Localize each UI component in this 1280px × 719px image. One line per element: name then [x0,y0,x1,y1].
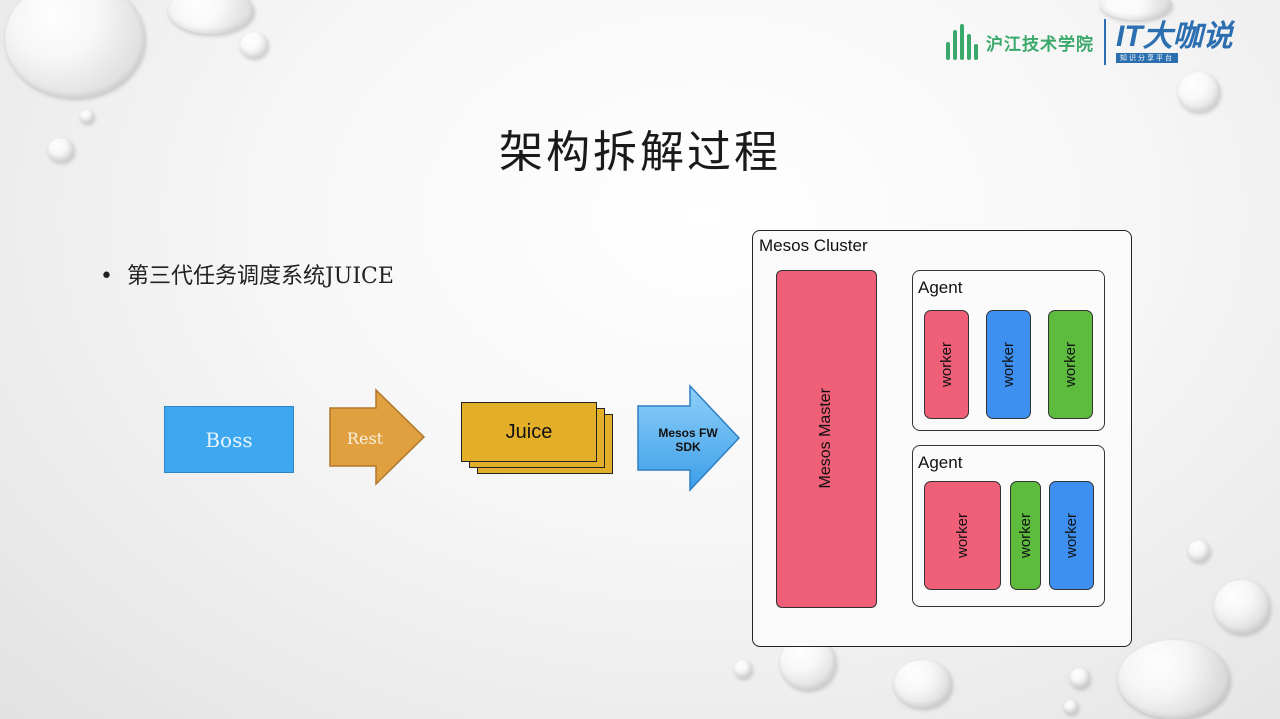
water-drop-decoration [894,660,952,708]
worker-box: worker [924,481,1001,590]
boss-box: Boss [164,406,294,473]
mesos-fw-label: Mesos FW SDK [642,420,734,460]
logo-bars-icon [946,24,978,60]
boss-label: Boss [205,427,253,452]
slide-title: 架构拆解过程 [499,127,781,178]
water-drop-decoration [734,660,752,678]
worker-box: worker [1010,481,1041,590]
worker-label: worker [1062,341,1079,387]
rest-label: Rest [346,428,384,448]
worker-box: worker [1048,310,1093,419]
water-drop-decoration [1070,668,1090,688]
agent-1-label: Agent [918,278,963,297]
water-drop-decoration [168,0,254,34]
worker-label: worker [1063,512,1080,558]
mesos-fw-label-line2: SDK [675,440,701,454]
bullet-item: • 第三代任务调度系统JUICE [100,258,394,290]
bullet-text: 第三代任务调度系统JUICE [126,264,394,289]
mesos-master-label: Mesos Master [816,387,834,489]
worker-box: worker [1049,481,1094,590]
logo-it-block: IT大咖说 知识分享平台 [1116,19,1233,63]
water-drop-decoration [80,110,94,123]
water-drop-decoration [1100,0,1172,20]
water-drop-decoration [1178,72,1220,112]
water-drop-decoration [1214,580,1270,634]
logo-brand-sub: 知识分享平台 [1116,52,1178,63]
bullet-dot-icon: • [100,264,113,289]
mesos-cluster-label: Mesos Cluster [759,236,868,255]
logo-brand-it: IT大咖说 [1116,19,1233,53]
water-drop-decoration [1188,540,1210,562]
water-drop-decoration [48,138,74,162]
worker-label: worker [1017,512,1034,558]
juice-box: Juice [461,402,597,462]
water-drop-decoration [1064,700,1078,714]
water-drop-decoration [5,0,145,98]
water-drop-decoration [240,32,268,58]
brand-logo: 沪江技术学院 IT大咖说 知识分享平台 [946,14,1233,70]
worker-box: worker [924,310,969,419]
worker-label: worker [1000,341,1017,387]
logo-divider [1104,19,1106,65]
worker-box: worker [986,310,1031,419]
logo-brand-cn: 沪江技术学院 [986,34,1094,55]
water-drop-decoration [1118,640,1230,719]
worker-label: worker [954,512,971,558]
mesos-master-label-wrap: Mesos Master [776,270,875,606]
agent-2-label: Agent [918,453,963,472]
mesos-fw-label-line1: Mesos FW [658,426,718,440]
mesos-fw-arrow-icon [637,384,741,492]
mesos-master-box [776,270,877,608]
juice-label: Juice [505,420,553,443]
worker-label: worker [938,341,955,387]
rest-arrow-icon [329,388,426,486]
